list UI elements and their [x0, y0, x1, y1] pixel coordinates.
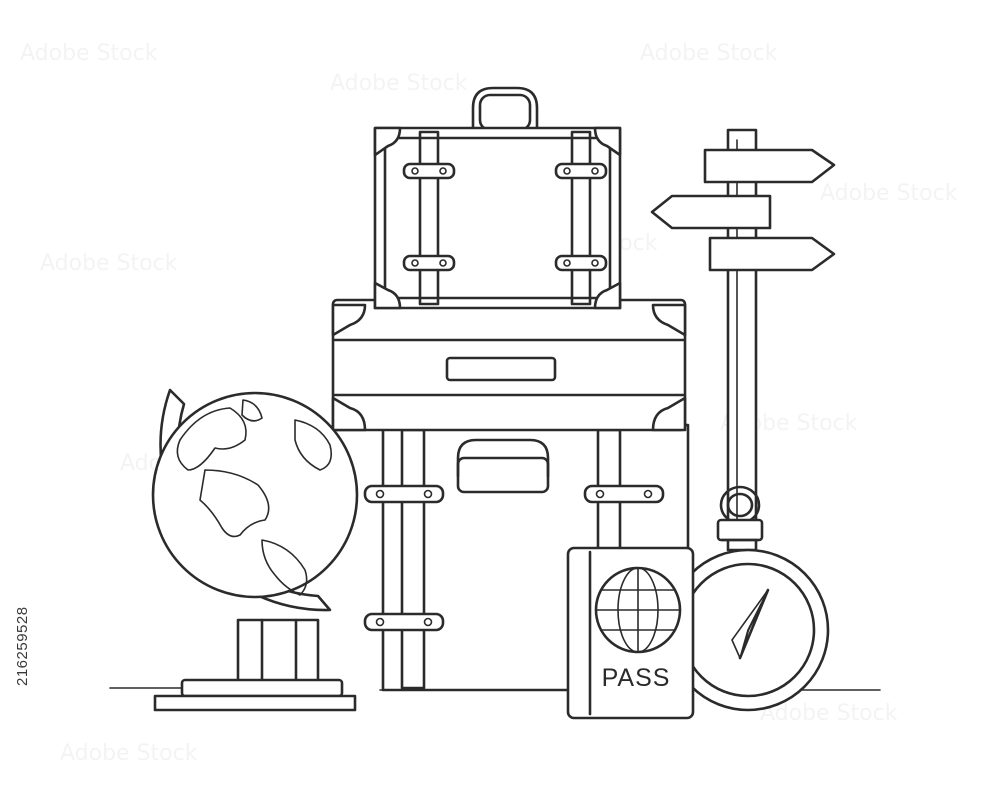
globe [151, 388, 359, 712]
stock-id-text: 216259528 [14, 606, 31, 686]
signpost [650, 128, 836, 552]
passport-label: PASS [602, 664, 671, 692]
svg-text:Adobe Stock: Adobe Stock [60, 741, 198, 766]
svg-text:Adobe Stock: Adobe Stock [40, 251, 178, 276]
svg-text:Adobe Stock: Adobe Stock [760, 701, 898, 726]
svg-text:Adobe Stock: Adobe Stock [330, 71, 468, 96]
svg-text:Adobe Stock: Adobe Stock [20, 41, 158, 66]
svg-text:Adobe Stock: Adobe Stock [820, 181, 958, 206]
middle-suitcase [331, 298, 687, 432]
svg-text:Adobe Stock: Adobe Stock [640, 41, 778, 66]
top-suitcase [373, 86, 622, 310]
passport: PASS [566, 546, 695, 720]
